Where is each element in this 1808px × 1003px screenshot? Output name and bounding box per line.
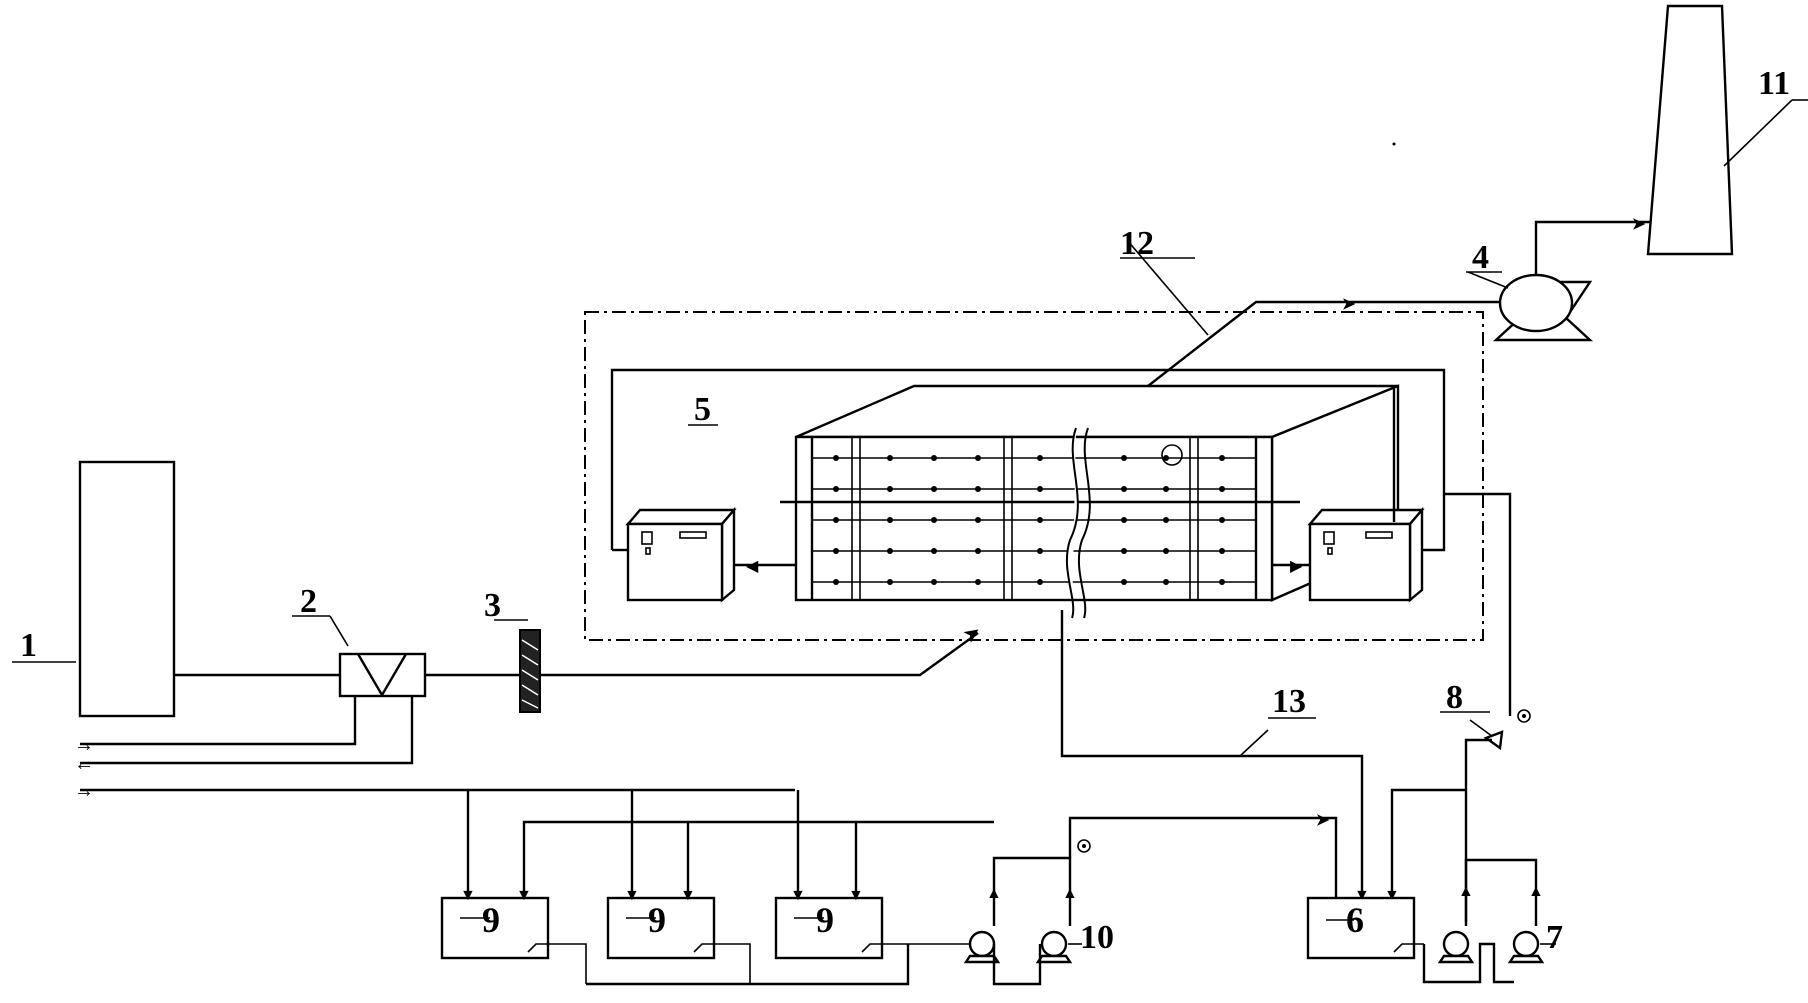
label-13: 13	[1272, 683, 1306, 720]
pump-arrow-icon: ▲	[1458, 883, 1474, 900]
flow-arrow-icon: ➤	[1316, 812, 1330, 829]
feed-arrow-icon: ▼	[680, 887, 696, 904]
component-6-tank	[1306, 896, 1416, 960]
component-9-tank-b	[606, 896, 716, 960]
component-11-chimney	[1646, 4, 1734, 256]
component-9-tank-c	[774, 896, 884, 960]
feed-arrow-icon: ▼	[460, 887, 476, 904]
label-4: 4	[1472, 239, 1489, 276]
feed-arrow-icon: ▼	[848, 887, 864, 904]
component-2-heat-exchanger	[338, 652, 427, 698]
component-4-fan	[1492, 273, 1594, 342]
label-6: 6	[1346, 900, 1364, 940]
label-8: 8	[1446, 679, 1463, 716]
component-10-pumps	[963, 930, 1073, 964]
stack-arrow-icon: ➤	[1632, 216, 1646, 233]
label-2: 2	[300, 583, 317, 620]
label-7: 7	[1546, 919, 1563, 956]
left-connector-arrow-icon: ◀	[746, 558, 759, 575]
pump-arrow-icon: ▲	[1062, 885, 1078, 902]
pump-arrow-icon: ▲	[1528, 883, 1544, 900]
label-10: 10	[1080, 919, 1114, 956]
outlet-arrow-icon: ←	[74, 753, 94, 775]
label-1: 1	[20, 627, 37, 664]
label-3: 3	[484, 587, 501, 624]
inlet-arrow-icon: →	[74, 734, 94, 756]
feed-arrow-icon: ▼	[790, 887, 806, 904]
label-5: 5	[694, 391, 711, 428]
label-12: 12	[1120, 225, 1154, 262]
pump-arrow-icon: ▲	[986, 885, 1002, 902]
component-1-source-tank	[78, 460, 176, 718]
right-power-cabinet	[1307, 506, 1425, 603]
component-9-tank-a	[440, 896, 550, 960]
feed-arrow-icon: →	[74, 780, 94, 802]
left-power-cabinet	[625, 506, 737, 603]
label-9-c: 9	[816, 900, 834, 940]
component-8-valve	[1483, 730, 1504, 751]
label-9-b: 9	[648, 900, 666, 940]
component-12-enclosure	[584, 311, 1484, 641]
right-connector-arrow-icon: ▶	[1290, 558, 1303, 575]
component-5-reactor	[780, 384, 1400, 619]
gas-arrow-icon: ➤	[1342, 296, 1356, 313]
component-7-pumps	[1437, 930, 1545, 964]
feed-arrow-icon: ▼	[624, 887, 640, 904]
label-9-a: 9	[482, 900, 500, 940]
feed-arrow-icon: ▼	[516, 887, 532, 904]
label-11: 11	[1758, 65, 1790, 102]
component-3-filter	[519, 629, 541, 713]
